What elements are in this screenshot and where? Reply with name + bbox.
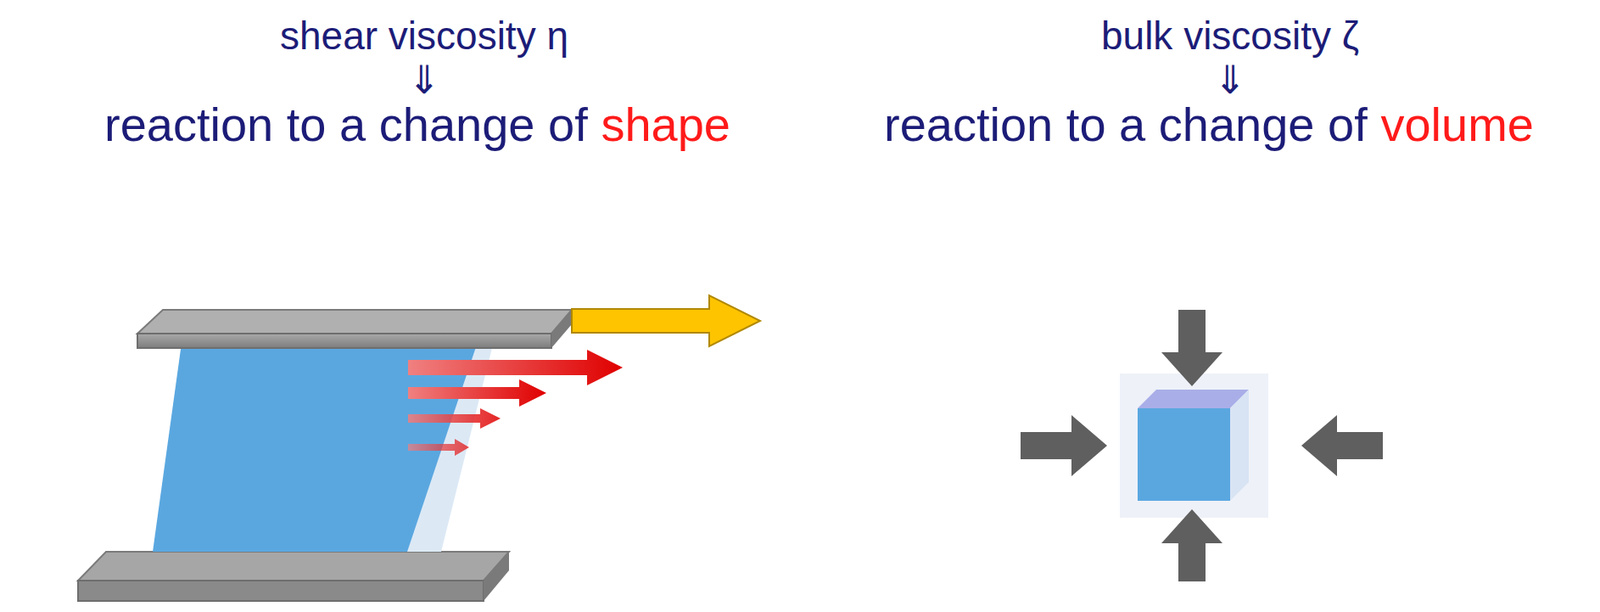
text-line: reaction to a change ofvolume: [883, 96, 1534, 152]
heading: shear viscosity η: [279, 13, 569, 58]
description: reaction to a change of: [883, 97, 1368, 152]
keyword: shape: [600, 97, 731, 152]
down-arrow-symbol: ⇓: [408, 57, 442, 102]
compression-figure: [1020, 309, 1383, 582]
keyword: volume: [1380, 97, 1534, 152]
description: reaction to a change of: [104, 97, 588, 152]
heading: bulk viscosity ζ: [1101, 13, 1360, 58]
text-line: ⇓: [408, 56, 442, 103]
text-line: reaction to a change ofshape: [104, 96, 731, 152]
text-line: ⇓: [1213, 56, 1248, 103]
text-line: bulk viscosity ζ: [1101, 12, 1360, 59]
text-line: shear viscosity η: [279, 12, 569, 59]
shear-figure: [78, 295, 761, 601]
down-arrow-symbol: ⇓: [1213, 57, 1248, 102]
